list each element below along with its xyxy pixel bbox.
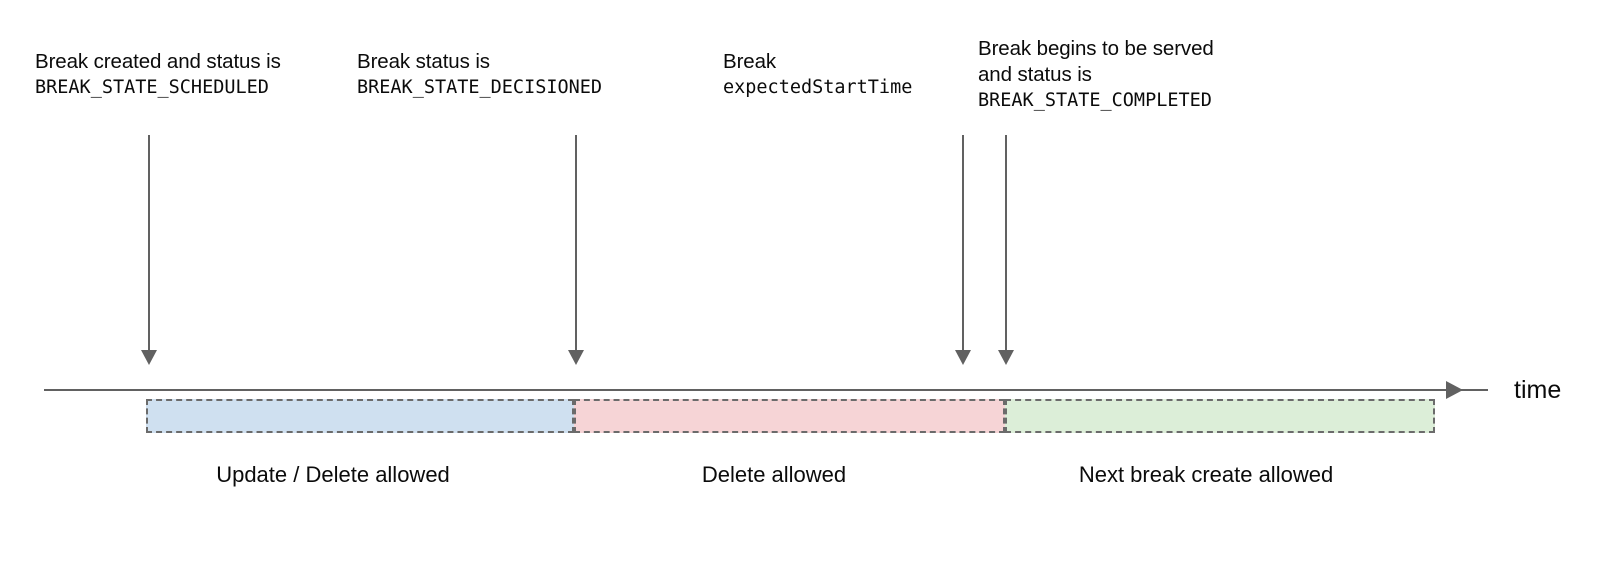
time-axis-line: [44, 389, 1488, 391]
down-arrow-icon: [141, 350, 157, 365]
segment-next-break-create: [1005, 399, 1435, 433]
down-arrow-icon: [568, 350, 584, 365]
event-label-line3: BREAK_STATE_COMPLETED: [978, 90, 1212, 111]
event-arrow-break-created: [141, 135, 157, 365]
event-label-break-decisioned: Break status is BREAK_STATE_DECISIONED: [357, 49, 602, 101]
time-axis-label: time: [1514, 376, 1562, 404]
segment-update-delete: [146, 399, 574, 433]
event-label-line2: BREAK_STATE_DECISIONED: [357, 77, 603, 98]
segment-caption-update-delete: Update / Delete allowed: [216, 462, 450, 487]
event-arrow-break-decisioned: [568, 135, 584, 365]
segment-caption-next-break-create: Next break create allowed: [1078, 462, 1334, 487]
event-label-line1: Break status is: [357, 50, 490, 73]
event-label-line1: Break: [723, 50, 777, 73]
event-label-break-completed: Break begins to be served and status is …: [978, 36, 1214, 114]
event-label-line1: Break begins to be served: [978, 37, 1214, 60]
segment-delete-only: [574, 399, 1005, 433]
segment-caption-delete-only: Delete allowed: [701, 462, 847, 487]
event-label-line2: BREAK_STATE_SCHEDULED: [35, 77, 269, 98]
down-arrow-icon: [955, 350, 971, 365]
event-label-break-expected-start: Break expectedStartTime: [723, 49, 912, 101]
event-label-break-created: Break created and status is BREAK_STATE_…: [35, 49, 281, 101]
event-label-line2: and status is: [978, 63, 1092, 86]
time-axis-arrow-icon: [1446, 381, 1463, 399]
event-arrow-break-completed: [998, 135, 1014, 365]
event-label-line2: expectedStartTime: [723, 77, 913, 98]
event-label-line1: Break created and status is: [35, 50, 281, 73]
down-arrow-icon: [998, 350, 1014, 365]
event-arrow-break-expected-start: [955, 135, 971, 365]
